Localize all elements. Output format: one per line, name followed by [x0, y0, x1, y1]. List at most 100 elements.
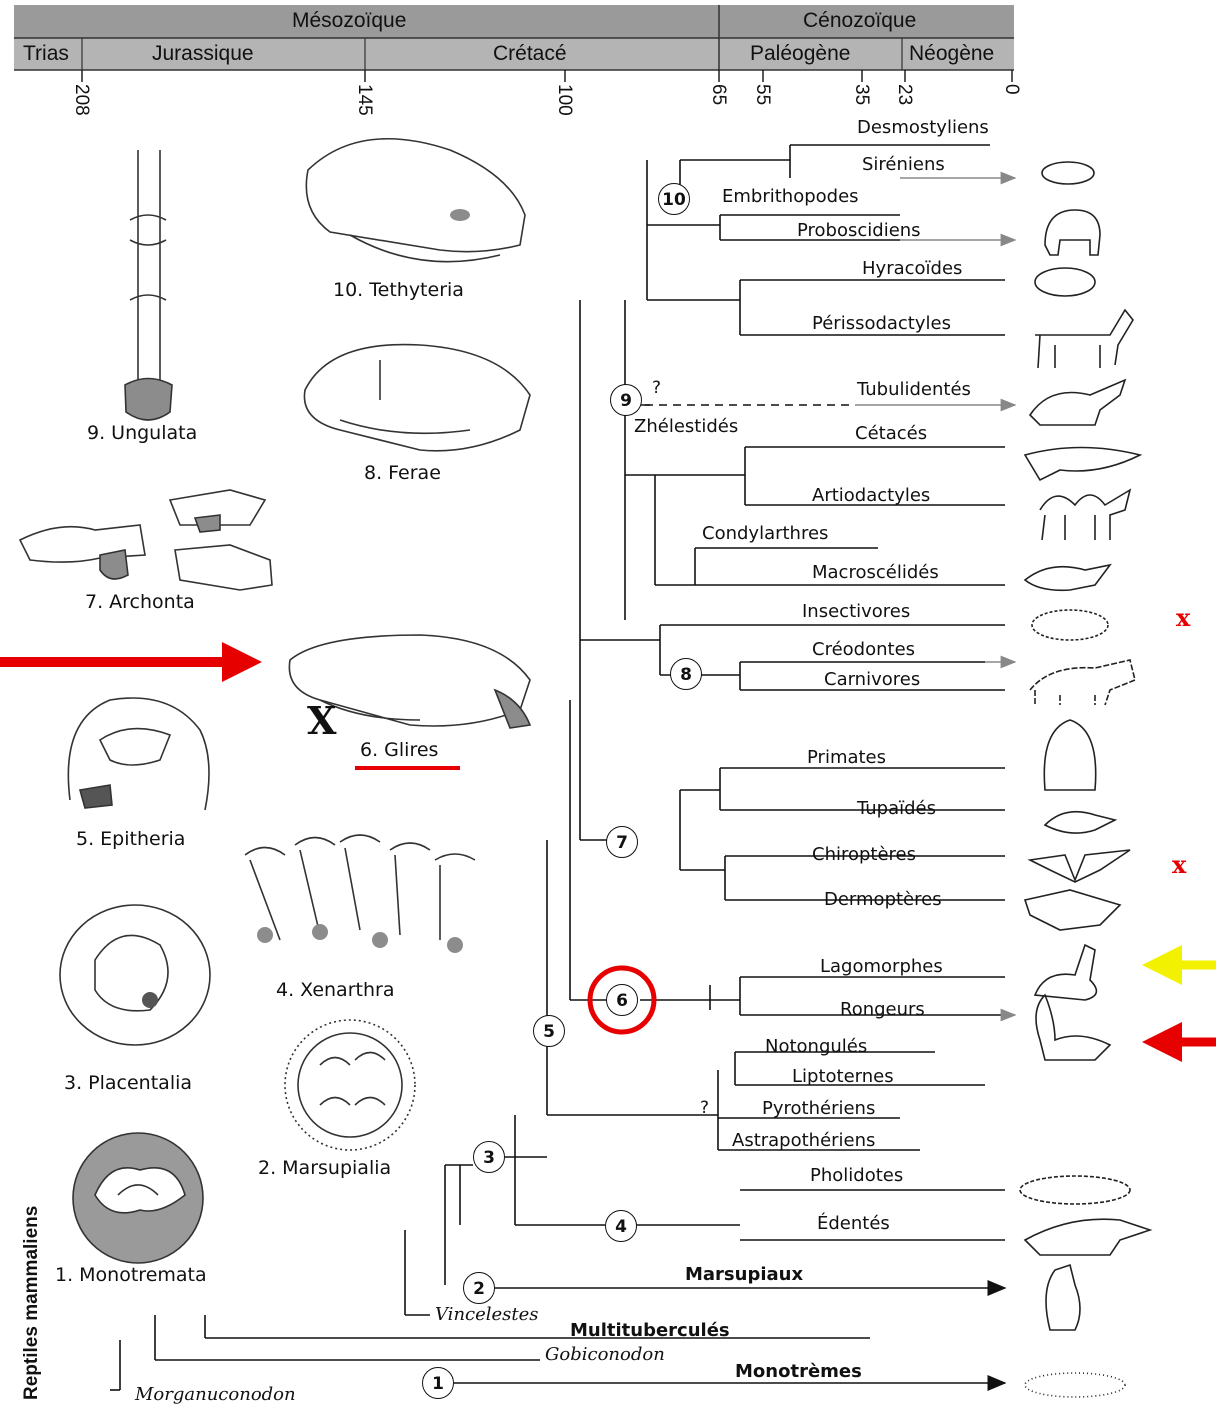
taxon-artiodactyles: Artiodactyles	[812, 487, 930, 505]
elephant-icon	[1045, 210, 1100, 255]
node-10: 10	[658, 183, 690, 215]
platypus-icon	[1025, 1373, 1125, 1397]
x-mark-chiropteres: x	[1172, 850, 1186, 879]
taxon-creodontes: Créodontes	[812, 641, 915, 659]
period-jurassique: Jurassique	[152, 43, 254, 64]
gorilla-icon	[1044, 720, 1095, 790]
group-monotremata: 1. Monotremata	[55, 1266, 207, 1285]
group-xenarthra: 4. Xenarthra	[276, 981, 394, 1000]
tick-100: 100	[553, 84, 575, 116]
node-6: 6	[606, 984, 638, 1016]
x-mark-glires: X	[307, 698, 336, 743]
taxon-primates: Primates	[807, 749, 886, 767]
node-4: 4	[605, 1210, 637, 1242]
tick-208: 208	[70, 84, 92, 116]
tick-55: 55	[751, 84, 773, 105]
group-tethyteria: 10. Tethyteria	[333, 281, 464, 300]
era-mesozoic: Mésozoïque	[292, 10, 406, 31]
uncertain-mark-meridiungulata: ?	[700, 1100, 709, 1117]
bat-icon	[1030, 850, 1130, 882]
taxon-zhelestides: Zhélestidés	[634, 418, 738, 436]
taxon-liptoternes: Liptoternes	[792, 1068, 894, 1086]
period-paleogene: Paléogène	[750, 43, 850, 64]
time-ticks	[82, 70, 1012, 82]
group-glires: 6. Glires	[360, 741, 438, 760]
taxon-multitubercules: Multituberculés	[570, 1322, 730, 1340]
group-ferae: 8. Ferae	[364, 464, 441, 483]
taxon-tupaides: Tupaïdés	[857, 800, 936, 818]
taxon-notongules: Notongulés	[765, 1038, 867, 1056]
whale-icon	[1025, 448, 1140, 481]
group-epitheria: 5. Epitheria	[76, 830, 185, 849]
taxon-gobiconodon: Gobiconodon	[545, 1346, 665, 1364]
taxon-embrithopodes: Embrithopodes	[722, 188, 859, 206]
taxon-vincelestes: Vincelestes	[435, 1306, 539, 1324]
taxon-insectivores: Insectivores	[802, 603, 910, 621]
era-cenozoic: Cénozoïque	[803, 10, 916, 31]
tethyteria-skull-drawing	[306, 139, 525, 262]
hedgehog-icon	[1032, 610, 1108, 640]
group-marsupialia: 2. Marsupialia	[258, 1159, 391, 1178]
x-mark-insectivores: x	[1176, 603, 1190, 632]
tick-65: 65	[707, 84, 729, 105]
kangaroo-icon	[1046, 1265, 1080, 1330]
taxon-cetaces: Cétacés	[855, 425, 927, 443]
yellow-arrow-head	[1142, 945, 1182, 985]
group-ungulata: 9. Ungulata	[87, 424, 197, 443]
tick-145: 145	[353, 84, 375, 116]
taxon-monotremes: Monotrèmes	[735, 1363, 862, 1381]
elephant-shrew-icon	[1025, 565, 1110, 590]
node-9: 9	[610, 384, 642, 416]
tick-23: 23	[893, 84, 915, 105]
node-3: 3	[473, 1141, 505, 1173]
xenarthra-vertebrae-drawing	[245, 835, 475, 953]
taxon-proboscidiens: Proboscidiens	[797, 222, 921, 240]
horse-icon	[1035, 310, 1133, 368]
node-2: 2	[463, 1272, 495, 1304]
aardvark-icon	[1030, 380, 1125, 425]
anteater-icon	[1025, 1219, 1150, 1255]
epitheria-drawing	[68, 698, 209, 810]
taxon-pyrotheriens: Pyrothériens	[762, 1100, 875, 1118]
camel-icon	[1040, 490, 1130, 540]
archonta-bones-drawing	[20, 490, 272, 590]
marsupialia-embryos-drawing	[285, 1020, 415, 1150]
sirenian-icon	[1042, 162, 1094, 184]
taxon-chiropteres: Chiroptères	[812, 846, 916, 864]
taxon-carnivores: Carnivores	[824, 671, 920, 689]
placentalia-embryo-drawing	[60, 905, 210, 1045]
taxon-marsupiaux: Marsupiaux	[685, 1266, 803, 1284]
specimen-drawings	[20, 139, 530, 1263]
taxon-condylarthres: Condylarthres	[702, 525, 828, 543]
monotremata-egg-drawing	[73, 1133, 203, 1263]
node-8: 8	[670, 658, 702, 690]
node-7: 7	[606, 826, 638, 858]
red-arrow-right-head	[1142, 1022, 1182, 1062]
period-cretace: Crétacé	[493, 43, 567, 64]
taxon-lagomorphes: Lagomorphes	[820, 958, 943, 976]
animal-silhouettes	[1020, 162, 1150, 1397]
tree-shrew-icon	[1045, 812, 1115, 833]
period-trias: Trias	[23, 43, 69, 64]
ferae-skull-drawing	[304, 345, 530, 451]
colugo-icon	[1025, 890, 1120, 930]
node-1: 1	[422, 1367, 454, 1399]
taxon-perissodactyles: Périssodactyles	[812, 315, 951, 333]
hare-icon	[1035, 945, 1096, 1000]
squirrel-icon	[1036, 995, 1110, 1060]
taxon-pholidotes: Pholidotes	[810, 1167, 903, 1185]
taxon-reptiles-mammaliens: Reptiles mammaliens	[22, 1206, 41, 1400]
tick-35: 35	[850, 84, 872, 105]
ungulata-limb-drawing	[125, 150, 172, 420]
taxon-hyracoides: Hyracoïdes	[862, 260, 962, 278]
taxon-astrapotheriens: Astrapothériens	[732, 1132, 875, 1150]
group-placentalia: 3. Placentalia	[64, 1074, 192, 1093]
taxon-morganuconodon: Morganuconodon	[135, 1386, 296, 1404]
tick-0: 0	[1000, 84, 1022, 95]
tiger-icon	[1030, 660, 1135, 705]
group-archonta: 7. Archonta	[85, 593, 195, 612]
red-arrow-left-head	[222, 642, 262, 682]
taxon-tubulidentes: Tubulidentés	[857, 381, 971, 399]
